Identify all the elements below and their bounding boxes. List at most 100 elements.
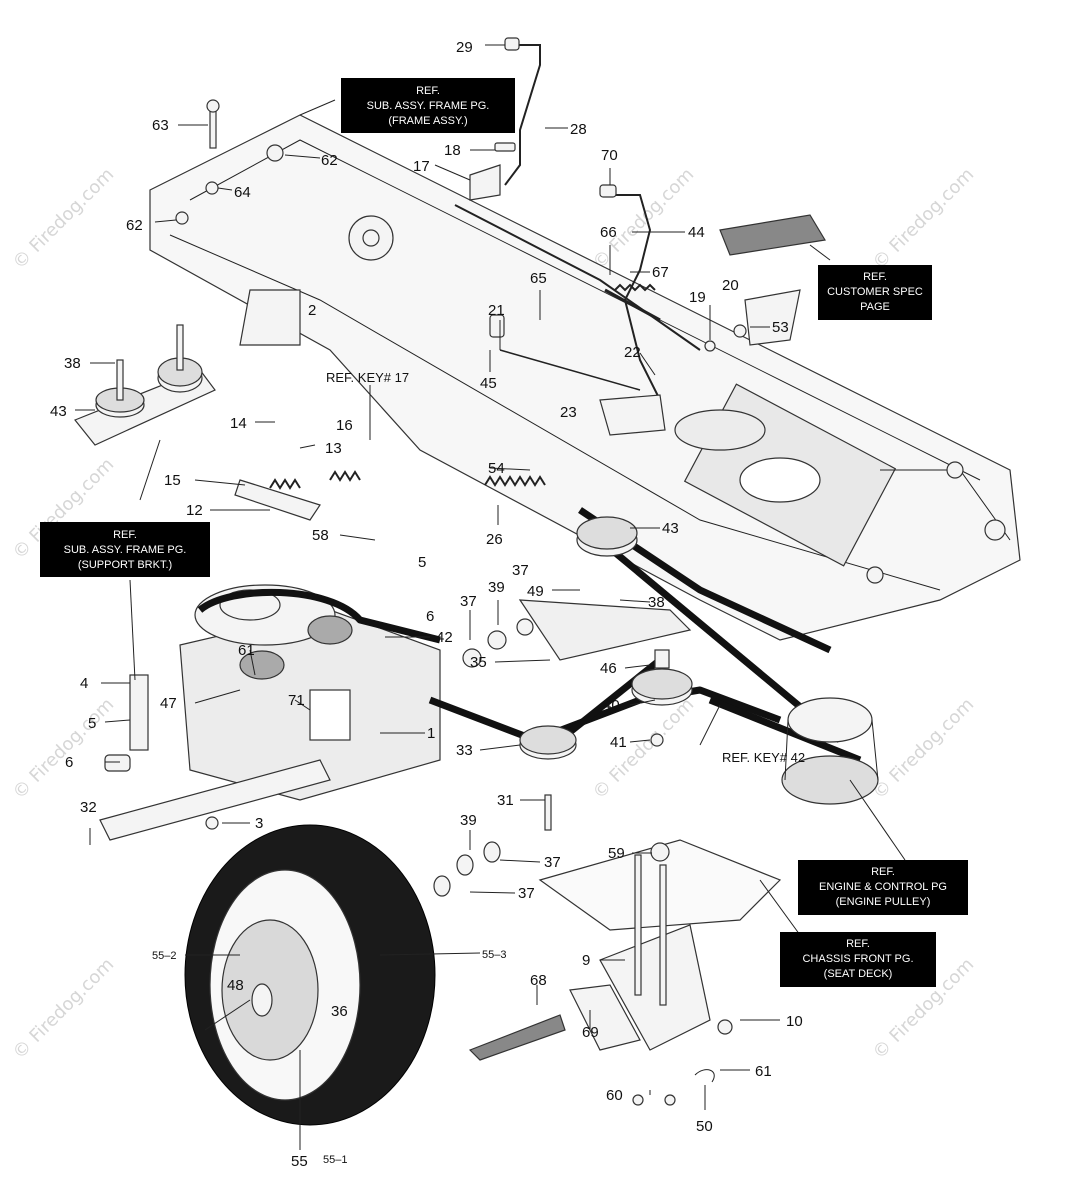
callout-20: 20 <box>722 277 739 294</box>
watermark: © Firedog.com <box>869 164 979 274</box>
callout-43-mid: 43 <box>662 520 679 537</box>
ref-key-17: REF. KEY# 17 <box>326 370 409 385</box>
callout-26: 26 <box>486 531 503 548</box>
callout-70: 70 <box>601 147 618 164</box>
ref-box-engine-pulley-line3: (ENGINE PULLEY) <box>836 896 931 908</box>
callout-15: 15 <box>164 472 181 489</box>
ref-box-seat-deck-line3: (SEAT DECK) <box>824 968 893 980</box>
ref-box-engine-pulley-line2: ENGINE & CONTROL PG <box>819 881 947 893</box>
callout-13: 13 <box>325 440 342 457</box>
callout-39-mid: 39 <box>488 579 505 596</box>
callout-59: 59 <box>608 845 625 862</box>
transaxle <box>99 584 441 841</box>
callout-37-low: 37 <box>544 854 561 871</box>
callout-62-top: 62 <box>321 152 338 169</box>
callout-35: 35 <box>470 654 487 671</box>
callout-43-left: 43 <box>50 403 67 420</box>
callout-32: 32 <box>80 799 97 816</box>
ref-box-customer-spec-line1: REF. <box>863 271 887 283</box>
upper-hardware <box>175 99 826 436</box>
callout-69: 69 <box>582 1024 599 1041</box>
callout-14: 14 <box>230 415 247 432</box>
callout-5-left: 5 <box>88 715 96 732</box>
ref-box-customer-spec-line2: CUSTOMER SPEC <box>827 286 923 298</box>
callout-71: 71 <box>288 692 305 709</box>
callout-41: 41 <box>610 734 627 751</box>
ref-box-support-brkt-line2: SUB. ASSY. FRAME PG. <box>64 544 187 556</box>
watermark: © Firedog.com <box>9 164 119 274</box>
callout-37-bottom: 37 <box>518 885 535 902</box>
callout-55: 55 <box>291 1153 308 1170</box>
ref-box-seat-deck-line2: CHASSIS FRONT PG. <box>802 953 913 965</box>
callout-6-left: 6 <box>65 754 73 771</box>
callout-numbers: 29 28 70 44 18 17 63 62 64 62 66 67 65 1… <box>50 39 803 1170</box>
callout-3: 3 <box>255 815 263 832</box>
callout-37-top: 37 <box>512 562 529 579</box>
callout-16: 16 <box>336 417 353 434</box>
callout-28: 28 <box>570 121 587 138</box>
ref-box-frame-assy-line1: REF. <box>416 85 440 97</box>
callout-66: 66 <box>600 224 617 241</box>
ref-box-seat-deck-line1: REF. <box>846 938 870 950</box>
callout-12: 12 <box>186 502 203 519</box>
callout-44: 44 <box>688 224 705 241</box>
ref-box-frame-assy-line3: (FRAME ASSY.) <box>388 115 467 127</box>
ref-box-customer-spec-line3: PAGE <box>860 301 890 313</box>
callout-1: 1 <box>427 725 435 742</box>
ref-box-customer-spec: REF. CUSTOMER SPEC PAGE <box>818 265 932 320</box>
callout-47: 47 <box>160 695 177 712</box>
callout-63: 63 <box>152 117 169 134</box>
frame-assembly <box>149 114 1021 641</box>
callout-46: 46 <box>600 660 617 677</box>
idler-bracket-left <box>74 324 216 446</box>
callout-64: 64 <box>234 184 251 201</box>
ref-box-support-brkt-line1: REF. <box>113 529 137 541</box>
callout-18: 18 <box>444 142 461 159</box>
callout-19: 19 <box>689 289 706 306</box>
callout-37-mid: 37 <box>460 593 477 610</box>
callout-4: 4 <box>80 675 88 692</box>
callout-40: 40 <box>603 697 620 714</box>
callout-67: 67 <box>652 264 669 281</box>
watermark: © Firedog.com <box>869 694 979 804</box>
ref-box-support-brkt: REF. SUB. ASSY. FRAME PG. (SUPPORT BRKT.… <box>40 522 210 577</box>
callout-61-mid: 61 <box>238 642 255 659</box>
callout-55-2: 55–2 <box>152 950 176 962</box>
leader-lines <box>75 44 906 1150</box>
seat-deck-bracket <box>468 839 782 1106</box>
callout-54: 54 <box>488 460 505 477</box>
callout-50: 50 <box>696 1118 713 1135</box>
callout-21: 21 <box>488 302 505 319</box>
callout-62-left: 62 <box>126 217 143 234</box>
linkage-rods <box>454 37 701 401</box>
callout-23: 23 <box>560 404 577 421</box>
callout-22: 22 <box>624 344 641 361</box>
idler-pulleys <box>462 516 879 831</box>
callout-68: 68 <box>530 972 547 989</box>
callout-58: 58 <box>312 527 329 544</box>
callout-49: 49 <box>527 583 544 600</box>
callout-36: 36 <box>331 1003 348 1020</box>
callout-42: 42 <box>436 629 453 646</box>
callout-55-3: 55–3 <box>482 949 506 961</box>
ref-box-engine-pulley-line1: REF. <box>871 866 895 878</box>
callout-6-mid: 6 <box>426 608 434 625</box>
callout-2: 2 <box>308 302 316 319</box>
callout-31: 31 <box>497 792 514 809</box>
springs <box>234 283 656 521</box>
callout-39-low: 39 <box>460 812 477 829</box>
callout-65: 65 <box>530 270 547 287</box>
ref-box-frame-assy-line2: SUB. ASSY. FRAME PG. <box>367 100 490 112</box>
callout-53: 53 <box>772 319 789 336</box>
rear-wheel <box>184 824 436 1126</box>
ref-box-seat-deck: REF. CHASSIS FRONT PG. (SEAT DECK) <box>780 932 936 987</box>
ref-key-42: REF. KEY# 42 <box>722 750 805 765</box>
ref-box-frame-assy: REF. SUB. ASSY. FRAME PG. (FRAME ASSY.) <box>341 78 515 133</box>
callout-45: 45 <box>480 375 497 392</box>
callout-38-left: 38 <box>64 355 81 372</box>
inline-references: REF. KEY# 17 REF. KEY# 42 <box>326 370 805 765</box>
callout-17: 17 <box>413 158 430 175</box>
ref-box-engine-pulley: REF. ENGINE & CONTROL PG (ENGINE PULLEY) <box>798 860 968 915</box>
callout-9: 9 <box>582 952 590 969</box>
